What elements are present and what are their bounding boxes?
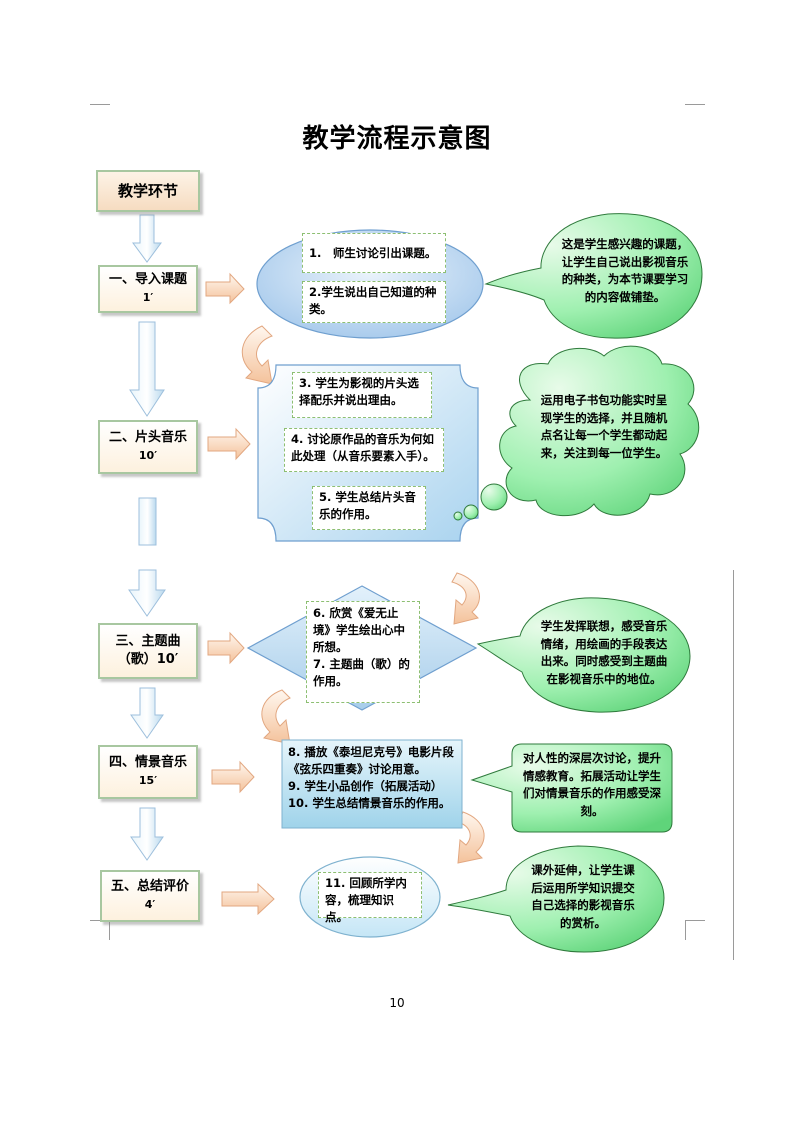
activity-6: 6. 欣赏《爱无止境》学生绘出心中所想。 xyxy=(313,606,405,654)
comment-1: 这是学生感兴趣的课题，让学生自己说出影视音乐的种类，为本节课要学习的内容做铺垫。 xyxy=(561,237,689,304)
corner-mark-top-left xyxy=(90,104,110,105)
step-5: 五、总结评价 4′ xyxy=(100,870,200,922)
right-arrow-1 xyxy=(205,272,245,305)
activity-4: 4. 讨论原作品的音乐为何如此处理（从音乐要素入手）。 xyxy=(284,428,444,472)
step-4-label: 四、情景音乐 xyxy=(108,755,187,770)
step-2-label: 二、片头音乐 xyxy=(108,430,187,445)
corner-mark-bottom-right xyxy=(685,920,705,921)
speech-bubble-1 xyxy=(484,213,703,339)
right-arrow-2 xyxy=(207,427,251,461)
header-teaching-stage: 教学环节 xyxy=(96,170,200,212)
margin-line xyxy=(733,570,734,960)
step-3-label2: （歌）10′ xyxy=(117,652,179,667)
activity-2: 2.学生说出自己知道的种类。 xyxy=(302,281,446,323)
down-arrow-1 xyxy=(132,214,162,263)
step-5-label: 五、总结评价 xyxy=(110,879,189,894)
activity-9: 9. 学生小品创作（拓展活动） xyxy=(288,779,443,793)
down-arrow-2 xyxy=(129,321,165,417)
comment-4: 对人性的深层次讨论，提升情感教育。拓展活动让学生们对情景音乐的作用感受深刻。 xyxy=(523,751,661,818)
activity-8-10: 8. 播放《泰坦尼克号》电影片段《弦乐四重奏》讨论用意。 9. 学生小品创作（拓… xyxy=(288,744,460,812)
speech-bubble-5 xyxy=(447,845,665,953)
step-1-time: 1′ xyxy=(142,291,154,304)
curved-arrow-1 xyxy=(241,325,273,385)
speech-bubble-3 xyxy=(476,597,691,713)
step-2: 二、片头音乐 10′ xyxy=(98,420,198,474)
down-arrow-5 xyxy=(130,807,164,861)
step-3-label: 三、主题曲 xyxy=(115,634,181,649)
curved-arrow-4 xyxy=(457,811,485,864)
curved-arrow-2 xyxy=(451,572,480,625)
activity-1: 1. 师生讨论引出课题。 xyxy=(302,233,446,273)
corner-mark-top-right xyxy=(685,104,705,105)
activity-5: 5. 学生总结片头音乐的作用。 xyxy=(312,486,426,530)
comment-2: 运用电子书包功能实时呈现学生的选择，并且随机点名让每一个学生都动起来，关注到每一… xyxy=(540,393,668,460)
step-5-time: 4′ xyxy=(144,898,156,911)
down-arrow-4 xyxy=(130,687,164,739)
activity-11: 11. 回顾所学内容，梳理知识点。 xyxy=(318,872,422,924)
cloud-bubble xyxy=(453,345,700,521)
right-arrow-4 xyxy=(211,760,255,794)
comment-3: 学生发挥联想，感受音乐情绪，用绘画的手段表达出来。同时感受到主题曲在影视音乐中的… xyxy=(540,619,668,686)
page-title: 教学流程示意图 xyxy=(302,124,492,154)
speech-bubble-4 xyxy=(470,743,673,833)
down-arrow-3 xyxy=(128,497,166,617)
corner-mark-bottom-left-v xyxy=(109,920,110,940)
step-2-time: 10′ xyxy=(138,449,158,462)
rect-activity-4 xyxy=(281,739,463,829)
corner-mark-bottom-right-v xyxy=(685,920,686,940)
activity-10: 10. 学生总结情景音乐的作用。 xyxy=(288,796,451,810)
step-1: 一、导入课题 1′ xyxy=(98,265,198,313)
comment-5: 课外延伸，让学生课后运用所学知识提交自己选择的影视音乐的赏析。 xyxy=(531,863,635,930)
activity-3: 3. 学生为影视的片头选择配乐并说出理由。 xyxy=(292,372,432,418)
step-4-time: 15′ xyxy=(138,774,158,787)
page-number: 10 xyxy=(389,996,405,1010)
right-arrow-3 xyxy=(207,631,245,665)
activity-8: 8. 播放《泰坦尼克号》电影片段《弦乐四重奏》讨论用意。 xyxy=(288,745,454,776)
activity-7: 7. 主题曲（歌）的作用。 xyxy=(313,657,410,688)
step-1-label: 一、导入课题 xyxy=(108,272,187,287)
curved-arrow-3 xyxy=(261,689,291,745)
right-arrow-5 xyxy=(221,882,275,916)
activity-6-7: 6. 欣赏《爱无止境》学生绘出心中所想。 7. 主题曲（歌）的作用。 xyxy=(306,601,420,703)
step-4: 四、情景音乐 15′ xyxy=(98,745,198,799)
step-3: 三、主题曲 （歌）10′ xyxy=(98,623,198,679)
